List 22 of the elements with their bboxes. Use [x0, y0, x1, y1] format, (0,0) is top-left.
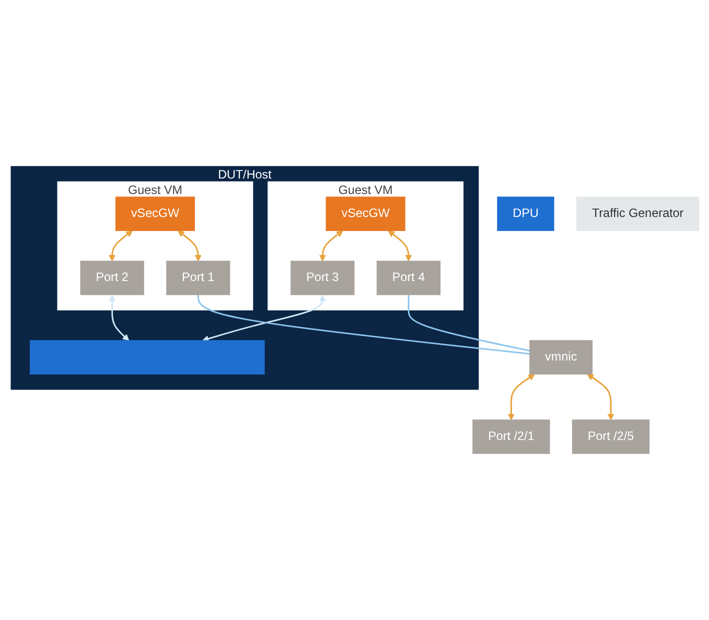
node-box: Port /2/1: [472, 420, 550, 454]
node-bar: [29, 340, 264, 375]
arrow: [318, 230, 343, 262]
node-box: Port /2/5: [572, 420, 650, 454]
arrow: [108, 294, 129, 341]
node-box: vSecGW: [325, 196, 405, 231]
node-box: vSecGW: [114, 196, 194, 231]
connector: [196, 294, 530, 355]
node-box: Port 4: [376, 260, 440, 296]
node-box: DPU: [496, 196, 554, 231]
connector: [407, 294, 530, 352]
arrow: [507, 374, 534, 420]
node-box: Port 1: [166, 260, 230, 296]
node-box: vmnic: [528, 340, 592, 375]
arrow: [388, 230, 412, 262]
node-box: Port 3: [290, 260, 354, 296]
node-box: Port 2: [80, 260, 144, 296]
node-box: Traffic Generator: [576, 196, 699, 231]
arrow: [586, 374, 614, 420]
arrow: [202, 294, 326, 342]
arrow: [177, 230, 202, 262]
arrow: [108, 230, 132, 262]
